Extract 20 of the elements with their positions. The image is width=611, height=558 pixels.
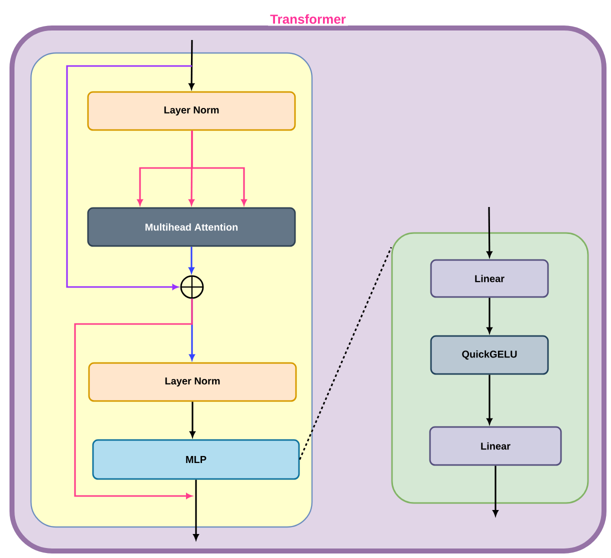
arrow (66, 65, 192, 290)
process-box: Layer Norm (88, 362, 297, 402)
arrow (191, 130, 247, 206)
process-box: Linear (430, 259, 549, 298)
arrow (188, 40, 194, 90)
arrow (193, 480, 199, 540)
arrow (492, 466, 498, 516)
add-circle (180, 275, 204, 299)
arrow (486, 298, 492, 334)
process-box: Multihead Attention (87, 207, 296, 247)
process-box: Layer Norm (87, 91, 296, 131)
process-box: QuickGELU (430, 335, 549, 375)
arrow (486, 374, 492, 424)
panel-title: Transformer (268, 12, 348, 26)
process-box: MLP (92, 439, 300, 480)
arrow (74, 298, 193, 499)
arrow (190, 402, 196, 438)
arrow (188, 246, 194, 274)
arrow (486, 207, 492, 258)
process-box: Linear (429, 426, 562, 466)
